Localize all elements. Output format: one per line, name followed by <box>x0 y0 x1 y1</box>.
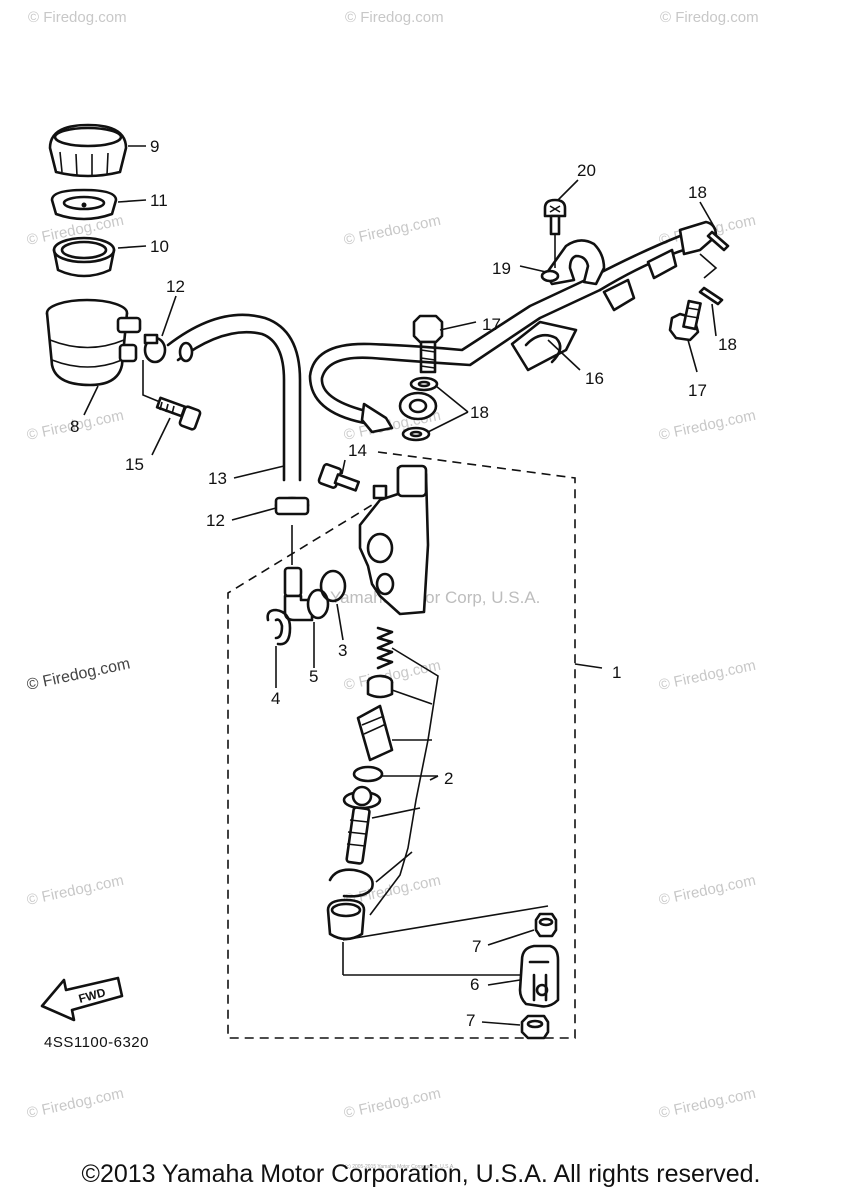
watermark: © Firedog.com <box>657 872 757 909</box>
part-label-6: 6 <box>470 975 479 994</box>
watermark: © Firedog.com <box>657 1085 757 1122</box>
part-17-union-bolt-left[interactable] <box>412 314 444 374</box>
watermark: © Firedog.com <box>342 1085 442 1122</box>
part-7-nut-bottom[interactable] <box>520 1014 550 1040</box>
watermark: © Firedog.com <box>28 9 127 26</box>
part-label-18: 18 <box>718 335 737 354</box>
part-19-hose-bracket[interactable] <box>540 239 606 286</box>
part-16-brake-hose[interactable] <box>308 220 718 434</box>
part-9-cap[interactable] <box>48 123 128 178</box>
part-label-13: 13 <box>208 469 227 488</box>
part-label-17: 17 <box>482 315 501 334</box>
part-label-12: 12 <box>206 511 225 530</box>
part-5-joint[interactable] <box>283 566 330 622</box>
part-label-8: 8 <box>70 417 79 436</box>
part-label-7: 7 <box>472 937 481 956</box>
part-label-11: 11 <box>150 191 168 210</box>
tiny-notice: (c) 2005-2015 Yamaha Motor Corporation, … <box>345 1164 455 1170</box>
part-8-reservoir[interactable] <box>45 298 142 387</box>
part-label-7: 7 <box>466 1011 475 1030</box>
watermark: © Firedog.com <box>25 1085 125 1122</box>
watermark: © Firedog.com <box>342 212 442 249</box>
watermark: © Firedog.com <box>25 872 125 909</box>
part-label-16: 16 <box>585 369 604 388</box>
assembly-boundary <box>227 451 576 1039</box>
fwd-arrow: FWD <box>40 976 124 1022</box>
part-2-piston-kit[interactable] <box>326 626 394 941</box>
part-label-17: 17 <box>688 381 707 400</box>
callout-leaders <box>83 145 717 1026</box>
watermark: © Firedog.com <box>657 407 757 444</box>
part-17-union-bolt-right[interactable] <box>668 299 702 342</box>
part-label-18: 18 <box>688 183 707 202</box>
leader <box>427 385 469 433</box>
part-label-2: 2 <box>444 769 453 788</box>
master-cylinder-body[interactable] <box>358 464 430 616</box>
part-4-circlip[interactable] <box>266 608 292 646</box>
part-label-5: 5 <box>309 667 318 686</box>
part-10-diaphragm[interactable] <box>52 236 116 278</box>
part-label-3: 3 <box>338 641 347 660</box>
part-label-19: 19 <box>492 259 511 278</box>
leader <box>699 253 718 279</box>
part-18-washers-right[interactable] <box>698 230 730 306</box>
part-18-washer-upper[interactable] <box>409 376 439 392</box>
part-12-clamp-top[interactable] <box>143 333 167 364</box>
diagram-code: 4SS1100-6320 <box>44 1034 149 1051</box>
part-15-bolt[interactable] <box>155 396 202 431</box>
part-label-14: 14 <box>348 441 367 460</box>
part-7-nut-top[interactable] <box>534 912 558 938</box>
part-18-washer-lower[interactable] <box>401 426 431 442</box>
watermark: © Firedog.com <box>657 657 757 694</box>
part-label-15: 15 <box>125 455 144 474</box>
part-label-20: 20 <box>577 161 596 180</box>
watermark: © Firedog.com <box>25 655 131 693</box>
leader <box>142 360 161 403</box>
part-13-hose[interactable] <box>166 313 302 482</box>
leader <box>342 905 549 976</box>
part-label-12: 12 <box>166 277 185 296</box>
part-labels: 9 11 10 12 8 15 13 12 14 3 4 5 1 2 7 6 7… <box>44 137 737 1051</box>
watermark: © Firedog.com <box>660 9 759 26</box>
part-11-plate[interactable] <box>50 188 118 221</box>
part-label-4: 4 <box>271 689 280 708</box>
watermark: © Firedog.com <box>345 9 444 26</box>
part-14-bolt[interactable] <box>317 463 361 492</box>
part-label-1: 1 <box>612 663 621 682</box>
part-12-clamp-bottom[interactable] <box>274 496 310 516</box>
piston-kit-bracket <box>369 647 439 916</box>
part-6-clevis[interactable] <box>518 944 560 1008</box>
part-20-screw[interactable] <box>543 198 567 236</box>
part-3-o-ring[interactable] <box>319 569 347 603</box>
fwd-label: FWD <box>77 985 107 1006</box>
copyright-notice: ©2013 Yamaha Motor Corporation, U.S.A. A… <box>81 1160 761 1188</box>
part-label-10: 10 <box>150 237 169 256</box>
part-label-18: 18 <box>470 403 489 422</box>
center-watermark: Yamaha Motor Corp, U.S.A. <box>330 588 540 607</box>
part-label-9: 9 <box>150 137 159 156</box>
